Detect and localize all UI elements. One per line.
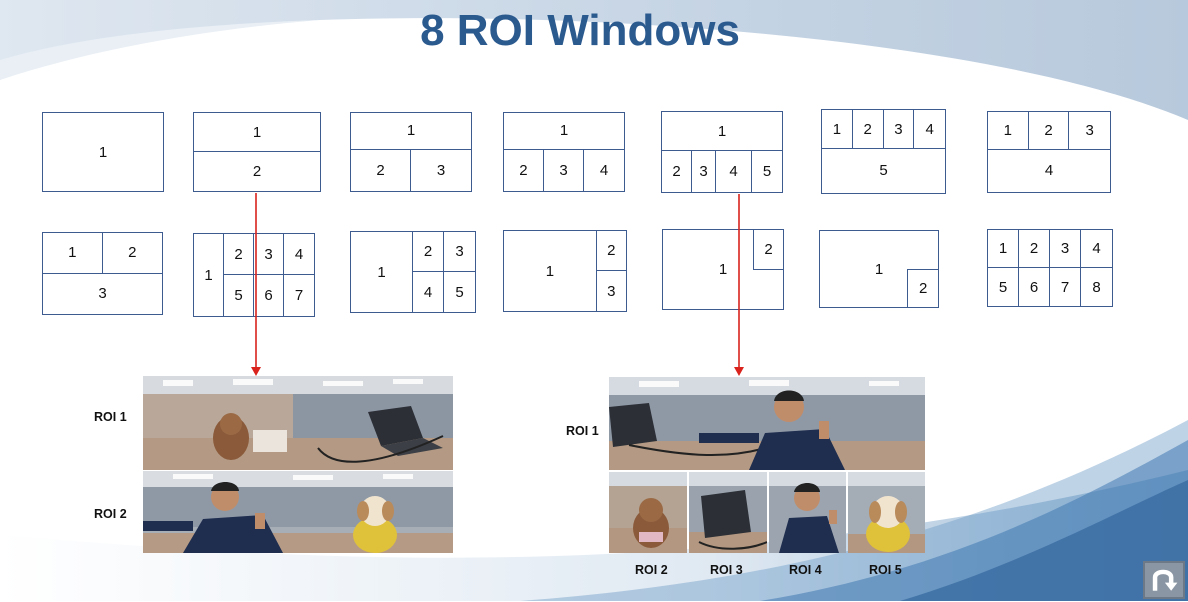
roi-cell: 2 [351, 149, 411, 191]
roi-cell: 5 [879, 162, 888, 180]
roi-cell: 5 [455, 283, 464, 301]
layout-1-roi: 1 [42, 112, 164, 192]
roi-cell: 2 [224, 234, 254, 275]
roi-cell: 4 [599, 161, 609, 179]
roi-cell: 1 [43, 233, 103, 274]
roi-5-camera-view [848, 472, 925, 553]
roi-cell: 3 [1050, 230, 1081, 268]
roi-cell: 4 [1081, 230, 1112, 268]
u-turn-arrow-icon [1152, 569, 1178, 591]
roi-cell: 3 [444, 232, 475, 272]
roi-1-label: ROI 1 [566, 424, 599, 438]
layout-3-roi-side: 1 2 3 [503, 230, 627, 312]
roi-cell: 5 [762, 163, 772, 181]
roi-cell: 2 [662, 151, 692, 192]
roi-cell: 5 [224, 275, 254, 316]
roi-2-camera-view [143, 471, 453, 553]
roi-cell: 1 [822, 110, 853, 149]
roi-cell: 3 [98, 285, 107, 303]
roi-1-camera-view [609, 377, 925, 470]
roi-cell: 3 [436, 161, 446, 179]
roi-cell: 1 [98, 143, 108, 161]
roi-5-label: ROI 5 [869, 563, 902, 577]
roi-1-camera-view [143, 376, 453, 470]
roi-cell: 1 [351, 232, 413, 312]
roi-2-label: ROI 2 [635, 563, 668, 577]
roi-cell: 4 [284, 234, 314, 275]
roi-cell: 4 [914, 110, 945, 149]
roi-cell: 3 [883, 110, 915, 149]
roi-1-label: ROI 1 [94, 410, 127, 424]
layout-3-roi-top-split: 1 2 3 [42, 232, 163, 315]
roi-cell: 2 [596, 231, 626, 271]
roi-2-label: ROI 2 [94, 507, 127, 521]
roi-cell: 3 [254, 234, 284, 275]
roi-cell: 6 [254, 275, 284, 316]
roi-cell: 1 [194, 234, 224, 316]
roi-cell: 1 [988, 112, 1029, 150]
roi-4-label: ROI 4 [789, 563, 822, 577]
slide-title: 8 ROI Windows [420, 6, 740, 55]
roi-cell: 1 [194, 113, 320, 152]
roi-cell: 1 [718, 261, 728, 278]
roi-cell: 4 [413, 272, 444, 312]
layout-5-roi: 1 2 3 4 5 [661, 111, 783, 193]
roi-cell: 1 [504, 113, 624, 150]
roi-cell: 1 [504, 231, 597, 311]
layout-pip-top-right: 1 2 [662, 229, 784, 310]
roi-cell: 2 [504, 149, 544, 191]
roi-cell: 3 [692, 151, 716, 192]
return-button[interactable] [1143, 561, 1185, 599]
roi-cell: 2 [1019, 230, 1050, 268]
layout-pip-bottom-right: 1 2 [819, 230, 939, 308]
roi-cell: 2 [102, 233, 162, 274]
layout-4-roi-top-split: 1 2 3 4 [987, 111, 1111, 193]
roi-cell: 4 [716, 151, 752, 192]
roi-cell: 1 [874, 260, 884, 278]
roi-cell: 7 [294, 287, 304, 304]
roi-3-label: ROI 3 [710, 563, 743, 577]
roi-cell: 1 [988, 230, 1019, 268]
roi-cell: 3 [544, 149, 585, 191]
roi-cell: 2 [1028, 112, 1070, 150]
roi-cell: 2 [753, 230, 783, 270]
roi-cell: 6 [1019, 268, 1050, 306]
roi-4-camera-view [769, 472, 846, 553]
roi-cell: 3 [607, 282, 616, 300]
layout-2-roi: 1 2 [193, 112, 321, 192]
roi-cell: 2 [852, 110, 884, 149]
layout-8-roi: 1 2 3 4 5 6 7 8 [987, 229, 1113, 307]
roi-cell: 7 [1050, 268, 1081, 306]
layout-4-roi: 1 2 3 4 [503, 112, 625, 192]
roi-cell: 1 [662, 112, 782, 152]
roi-cell: 3 [1069, 112, 1110, 150]
roi-2-camera-view [609, 472, 687, 553]
roi-cell: 1 [351, 113, 471, 150]
roi-3-camera-view [689, 472, 767, 553]
roi-cell: 2 [252, 163, 262, 180]
layout-5-roi-top-split: 1 2 3 4 5 [821, 109, 946, 194]
roi-cell: 2 [413, 232, 444, 272]
layout-5-roi-grid: 1 2 3 4 5 [350, 231, 476, 313]
roi-cell: 4 [1044, 162, 1054, 180]
roi-cell: 5 [988, 268, 1019, 306]
layout-7-roi: 1 2 3 4 5 6 7 [193, 233, 315, 317]
layout-3-roi: 1 2 3 [350, 112, 472, 192]
roi-cell: 8 [1092, 278, 1101, 296]
roi-cell: 2 [907, 269, 938, 307]
